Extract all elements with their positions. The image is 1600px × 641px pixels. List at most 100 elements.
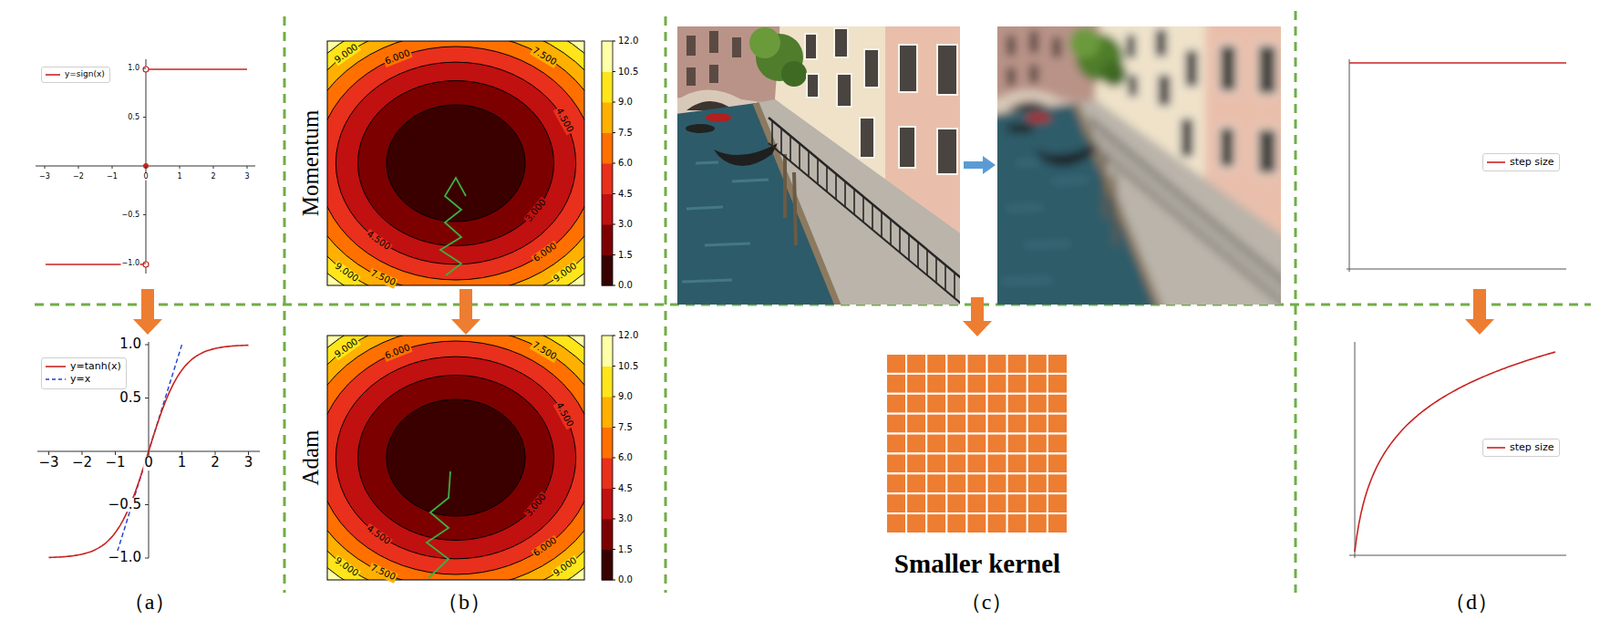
blur-arrow [963,155,996,175]
contour-plot [327,41,585,286]
tick-label: 0.5 [126,113,141,121]
sign-plot [145,165,147,169]
tick-label: 2 [209,173,217,181]
divider-lines [1294,10,1298,593]
photo-blurred [970,0,1317,346]
tick-label: 3 [243,173,250,181]
contour-label: 6.000 [382,341,413,362]
tick-label: 0.5 [118,391,143,406]
kernel-grid [966,493,987,514]
contour-plot [327,41,585,286]
tanh-plot [48,451,50,455]
kernel-grid [1047,413,1068,434]
colorbar [601,163,613,195]
plot-title: Momentum [299,109,323,218]
colorbar [612,163,616,165]
sign-plot [78,165,80,169]
kernel-grid [886,353,907,374]
kernel-grid [1047,393,1068,414]
kernel-grid [926,353,947,374]
contour-plot [327,335,585,580]
tick-label: 1 [175,173,183,181]
contour-plot [426,471,451,579]
contour-plot [327,335,585,580]
tanh-plot [144,397,149,399]
kernel-grid [1007,433,1028,455]
kernel-grid [886,493,907,514]
contour-label: 9.000 [550,260,579,285]
step-size-plots [1349,59,1351,272]
tick-label: 1.0 [126,64,141,73]
contour-plot [386,104,526,222]
colorbar-label: 3.0 [617,219,634,230]
kernel-grid [966,353,987,374]
colorbar-label: 9.0 [617,97,634,108]
colorbar-label: 6.0 [617,158,634,169]
colorbar-label: 4.5 [617,483,634,494]
kernel-grid [906,393,927,414]
photo-original [650,0,997,346]
contour-label: 7.500 [530,339,560,362]
colorbar-label: 0.0 [617,280,634,291]
colorbar [612,457,616,459]
contour-plot [327,41,585,286]
contour-label: 9.000 [332,555,362,579]
sign-plot [44,165,46,169]
colorbar-label: 10.5 [617,361,640,372]
kernel-grid [886,393,907,414]
kernel-grid [987,393,1008,414]
kernel-grid [1007,453,1028,474]
kernel-grid [987,413,1008,434]
colorbar [601,102,613,134]
contour-plot [272,303,640,613]
tick-label: 2 [209,455,221,471]
legend-sample [45,375,66,383]
legend-entry: step size [1486,155,1555,169]
tick-label: −1 [103,455,126,471]
kernel-grid [1027,373,1048,394]
step-size-plots [1349,61,1567,64]
legend-sample-line [45,379,66,382]
sign-plot [143,263,146,265]
kernel-grid [946,413,967,434]
legend-box: step size [1482,153,1560,172]
legend-sample-line [45,365,66,368]
colorbar [601,518,613,550]
colorbar-label: 10.5 [617,66,640,77]
tanh-plot [247,451,249,455]
colorbar-label: 12.0 [617,36,640,47]
colorbar-label: 6.0 [617,453,634,464]
kernel-grid [1007,393,1028,414]
kernel-grid [1027,413,1048,434]
legend-text: step size [1509,441,1555,455]
kernel-grid [906,433,927,455]
colorbar [601,396,613,428]
contour-label: 7.500 [368,268,398,289]
kernel-grid [946,493,967,514]
kernel-grid [966,413,987,434]
legend-box: y=tanh(x)y=x [41,357,127,390]
contour-plot [335,356,576,559]
legend-sample [1486,158,1506,166]
colorbar [601,335,613,580]
legend-entry: y=x [45,372,122,386]
panel-caption: （b） [435,590,493,614]
kernel-grid [926,433,947,455]
colorbar [601,41,616,287]
kernel-grid [886,433,907,455]
tick-label: −0.5 [107,497,143,513]
kernel-grid [1007,373,1028,394]
sign-plot [143,261,149,268]
colorbar [601,194,613,226]
kernel-grid [946,433,967,455]
legend-sample [45,71,61,79]
kernel-grid [926,513,947,534]
transition-arrows [133,289,163,335]
transition-arrows [1465,289,1495,335]
tick-label: 0 [142,173,149,181]
kernel-grid [946,513,967,534]
kernel-grid [1027,473,1048,494]
kernel-grid [1027,513,1048,534]
divider-lines [664,16,668,593]
contour-label: 7.500 [530,44,560,68]
